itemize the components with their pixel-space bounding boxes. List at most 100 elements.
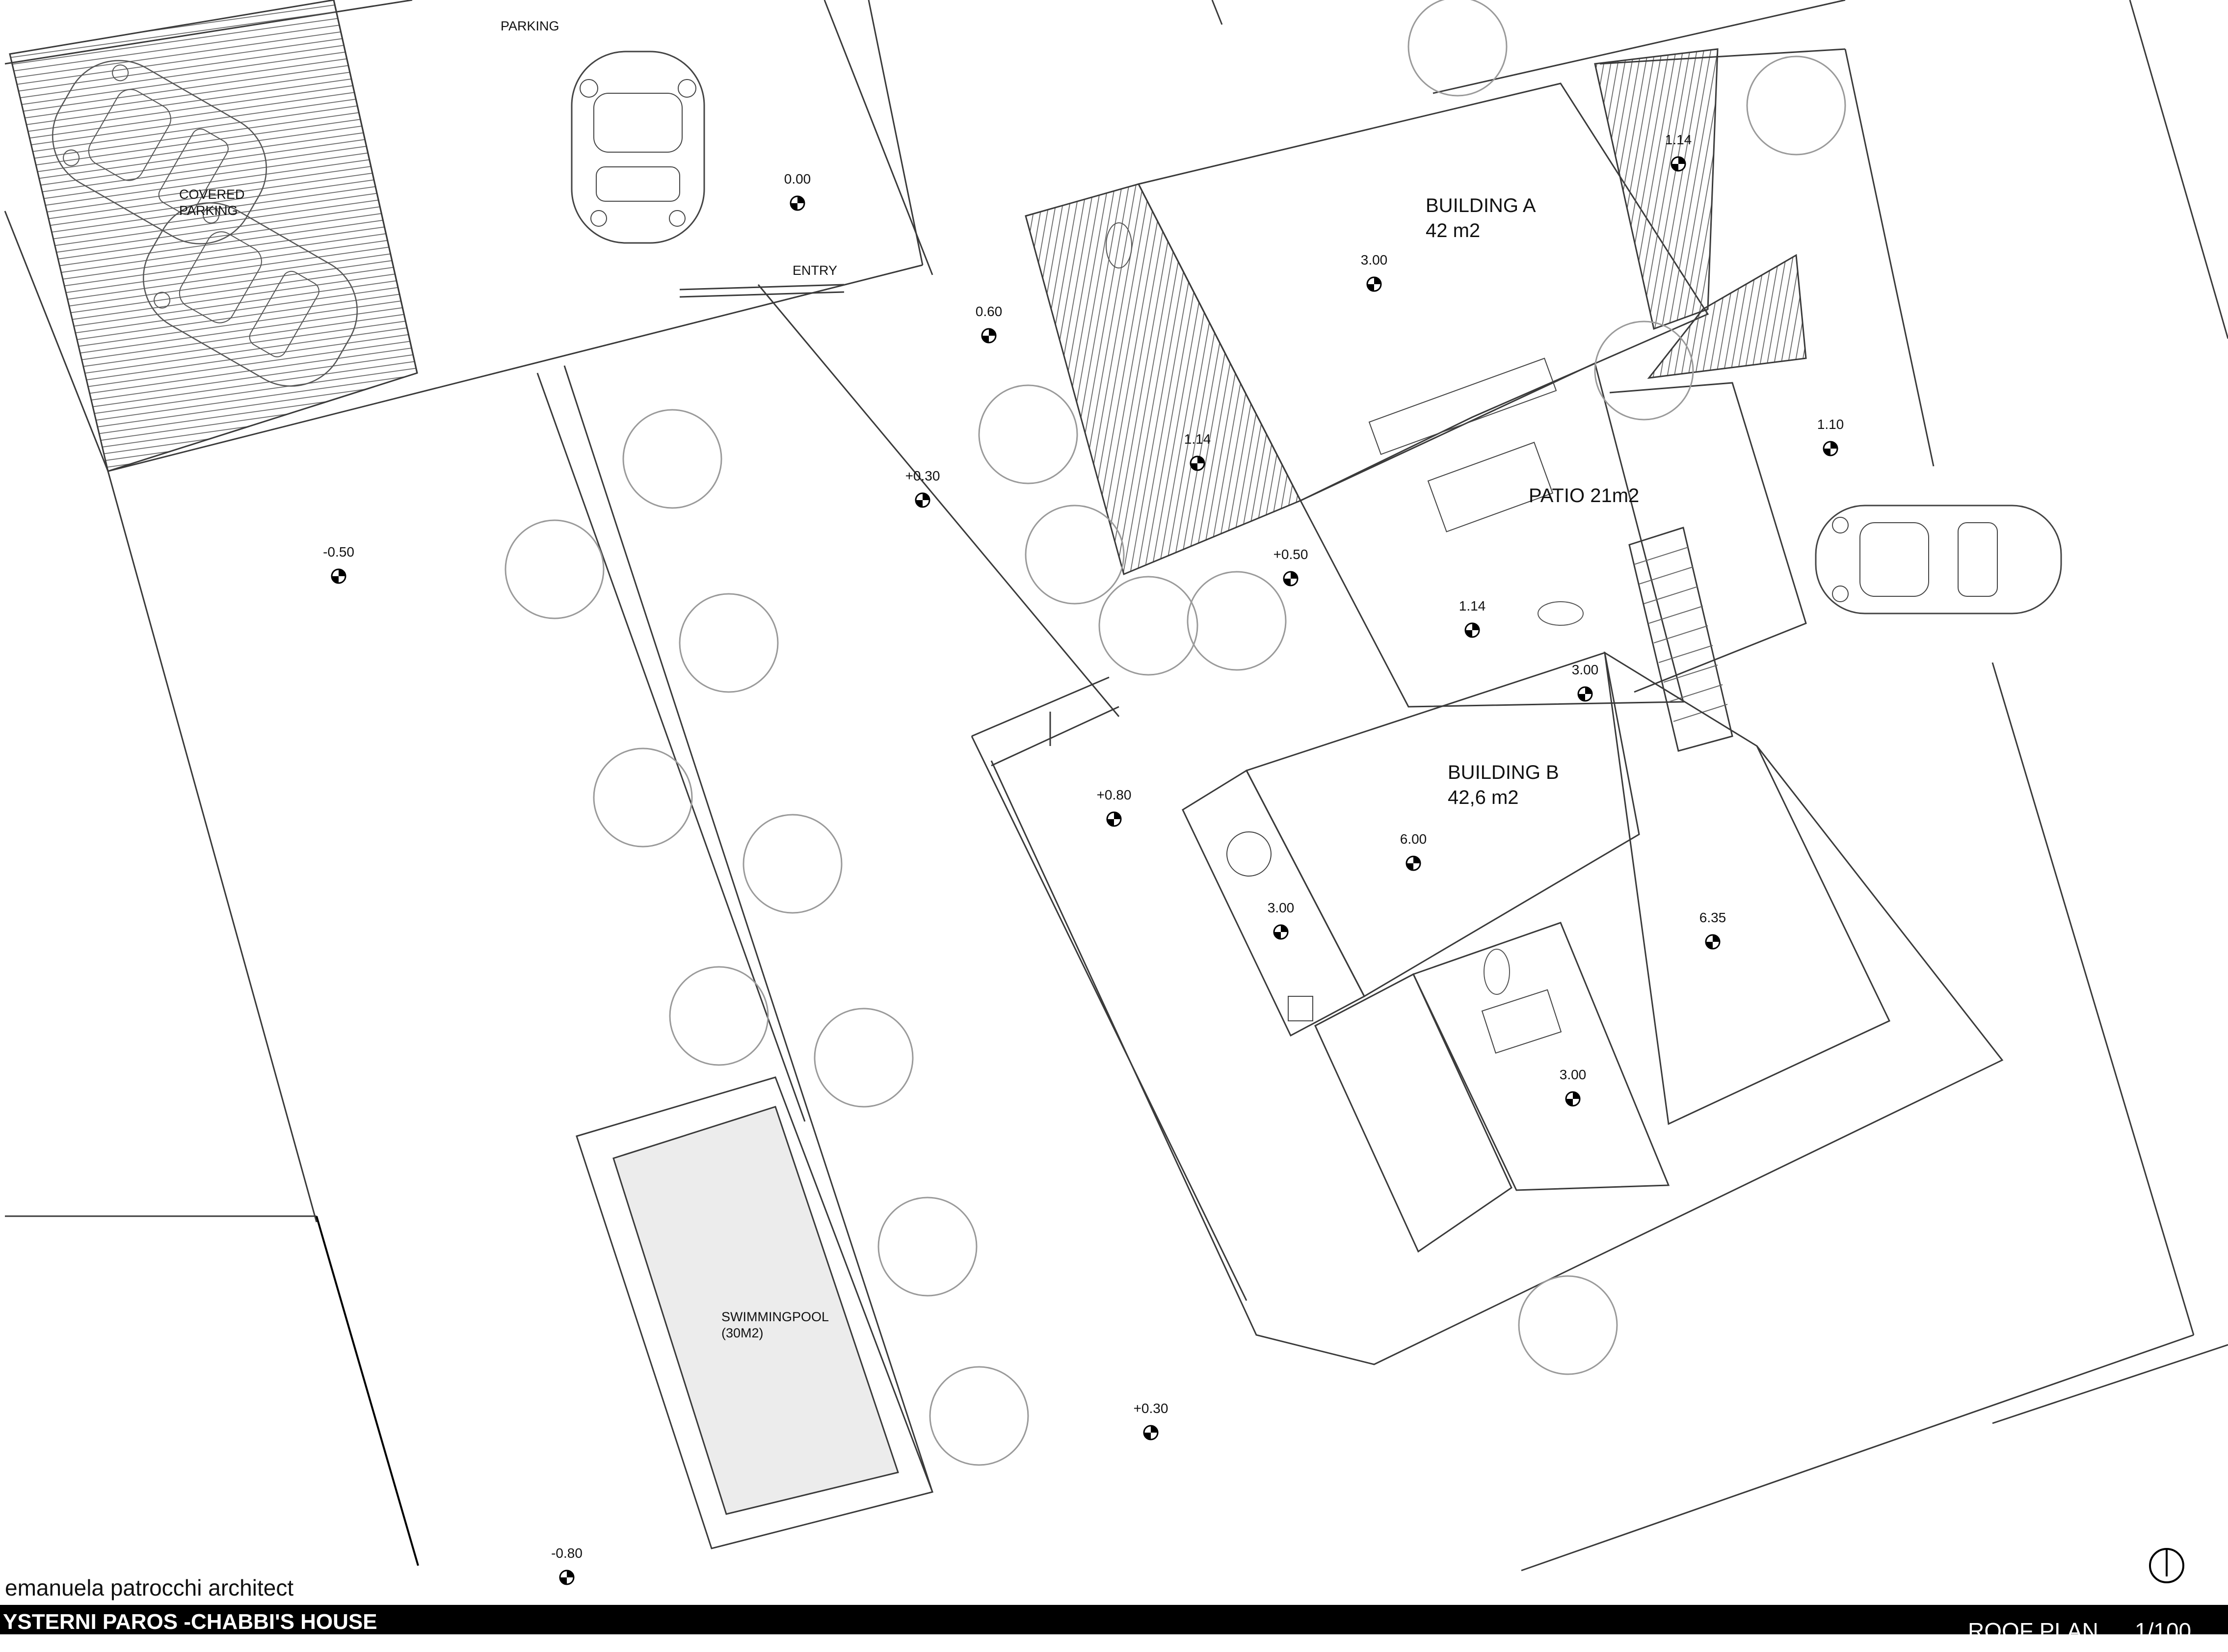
tree-icon: [1098, 576, 1198, 676]
project-title: YSTERNI PAROS -CHABBI'S HOUSE: [3, 1610, 377, 1634]
level-marker: 3.00: [1268, 900, 1295, 940]
level-value: 3.00: [1560, 1067, 1587, 1082]
level-marker: 1.10: [1817, 417, 1844, 456]
level-marker-icon: [1143, 1425, 1159, 1440]
north-arrow-icon: [2149, 1548, 2184, 1583]
car-icon: [142, 202, 358, 387]
covered-parking-label: PARKING: [179, 203, 238, 218]
car-icon: [52, 60, 267, 244]
level-marker-icon: [981, 328, 997, 344]
level-marker: 0.00: [784, 171, 811, 211]
level-marker-icon: [1671, 156, 1686, 172]
tree-icon: [669, 966, 769, 1066]
level-value: 6.35: [1699, 910, 1726, 925]
level-value: 1.14: [1184, 431, 1211, 447]
tree-icon: [1187, 571, 1287, 671]
level-marker: 3.00: [1572, 662, 1598, 702]
level-markers: 0.00 0.60 +0.30 -0.50 1.14 3.00 1.14 1.10 +0.50 1…: [323, 132, 1844, 1585]
level-marker-icon: [559, 1570, 575, 1585]
tree-icon: [1518, 1275, 1618, 1375]
tree-icon: [743, 814, 843, 914]
level-marker: +0.80: [1097, 787, 1132, 827]
car-icon: [571, 51, 705, 244]
title-bar: [0, 1605, 2228, 1634]
level-marker: 1.14: [1184, 431, 1211, 471]
level-marker-icon: [1273, 924, 1289, 940]
level-value: -0.50: [323, 544, 354, 560]
level-marker-icon: [1823, 441, 1838, 456]
trees: [504, 0, 1846, 1466]
level-value: +0.30: [905, 468, 940, 483]
stairs: [1628, 527, 1733, 752]
level-marker: 3.00: [1560, 1067, 1587, 1107]
level-value: 0.00: [784, 171, 811, 187]
level-marker: 0.60: [976, 304, 1003, 344]
level-marker: +0.50: [1273, 547, 1308, 586]
building-a-area: 42 m2: [1426, 220, 1480, 241]
tree-icon: [504, 519, 605, 619]
level-marker: -0.80: [551, 1545, 583, 1585]
level-value: +0.30: [1134, 1401, 1168, 1416]
tree-icon: [679, 593, 779, 693]
building-a-label: BUILDING A: [1426, 195, 1536, 216]
tree-icon: [929, 1366, 1029, 1466]
level-marker-icon: [915, 492, 930, 508]
level-marker: 1.14: [1459, 598, 1486, 638]
level-marker-icon: [1283, 571, 1299, 586]
building-b-label: BUILDING B: [1448, 762, 1559, 783]
building-b-area: 42,6 m2: [1448, 787, 1519, 808]
level-marker-icon: [1406, 855, 1421, 871]
patio: [1299, 357, 1733, 752]
level-marker-icon: [1464, 622, 1480, 638]
level-value: 1.14: [1665, 132, 1692, 147]
tree-icon: [593, 747, 693, 848]
level-marker-icon: [1190, 455, 1205, 471]
level-marker-icon: [1106, 811, 1122, 827]
level-marker: 6.00: [1400, 831, 1427, 871]
building-a: [1025, 0, 1935, 576]
architect-credit: emanuela patrocchi architect: [5, 1575, 294, 1600]
level-value: +0.50: [1273, 547, 1308, 562]
level-marker: +0.30: [905, 468, 940, 508]
parking-label: PARKING: [501, 19, 559, 33]
tree-icon: [978, 384, 1078, 484]
level-value: +0.80: [1097, 787, 1132, 802]
level-marker: 3.00: [1361, 252, 1388, 292]
sheet-name: ROOF PLAN: [1968, 1618, 2098, 1644]
tree-icon: [814, 1008, 914, 1108]
level-value: 6.00: [1400, 831, 1427, 847]
car-icon: [1815, 505, 2062, 614]
level-value: 1.10: [1817, 417, 1844, 432]
garden-walls: [536, 284, 1247, 1492]
tree-icon: [1594, 320, 1694, 421]
swimming-pool: [576, 1076, 933, 1549]
patio-label: PATIO 21m2: [1529, 485, 1639, 506]
site-boundary: [4, 0, 2228, 1572]
level-marker-icon: [1705, 934, 1721, 950]
level-value: 3.00: [1361, 252, 1388, 267]
level-marker-icon: [790, 195, 805, 211]
entry-label: ENTRY: [793, 263, 837, 278]
person-icon: [1106, 222, 1584, 995]
pool-label: SWIMMINGPOOL: [721, 1309, 829, 1324]
drawing-scale: 1/100: [2135, 1618, 2192, 1644]
level-marker: 1.14: [1665, 132, 1692, 172]
tree-icon: [877, 1197, 978, 1297]
level-marker-icon: [1366, 276, 1382, 292]
covered-parking-area: [9, 0, 924, 472]
covered-parking-label: COVERED: [179, 187, 245, 202]
tree-icon: [1025, 505, 1125, 605]
level-value: 0.60: [976, 304, 1003, 319]
level-value: 1.14: [1459, 598, 1486, 613]
building-b: [990, 382, 2004, 1365]
tree-icon: [1407, 0, 1508, 97]
level-marker-icon: [1565, 1091, 1581, 1107]
tree-icon: [622, 409, 722, 509]
pool-area-label: (30M2): [721, 1326, 764, 1340]
level-value: 3.00: [1268, 900, 1295, 915]
level-marker-icon: [1577, 686, 1593, 702]
level-marker: 6.35: [1699, 910, 1726, 950]
level-marker: -0.50: [323, 544, 354, 584]
tree-icon: [1746, 55, 1846, 156]
